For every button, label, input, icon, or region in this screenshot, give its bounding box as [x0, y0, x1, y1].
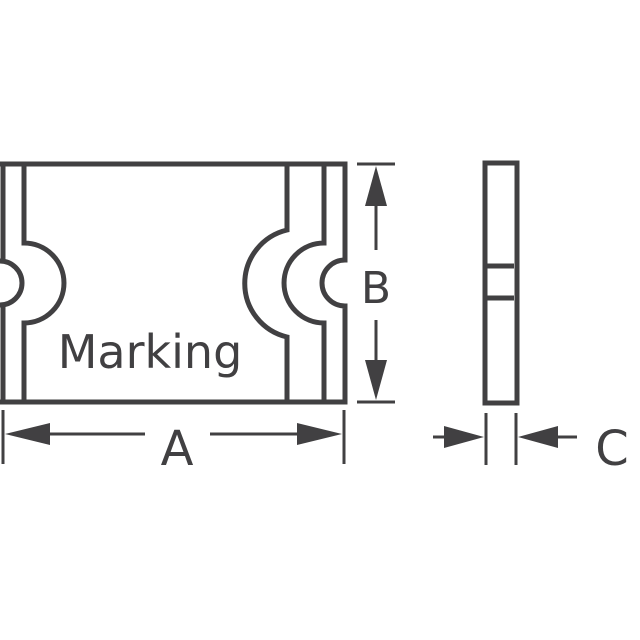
top-view: Marking — [0, 161, 348, 405]
arrow-down-icon — [365, 360, 387, 400]
arrow-right-icon — [444, 426, 484, 448]
marking-label: Marking — [58, 325, 243, 379]
dimension-b: B — [357, 162, 395, 404]
right-inner-terminal-line — [242, 164, 290, 402]
arrow-left-icon — [518, 426, 558, 448]
dimension-a-label: A — [161, 421, 194, 477]
dimension-c: C — [433, 413, 629, 477]
arrow-right-icon — [297, 423, 342, 445]
left-notch — [0, 258, 25, 308]
body-outline — [0, 161, 348, 405]
side-body-outline — [482, 160, 520, 406]
right-outer-terminal-line — [281, 164, 327, 402]
arrow-up-icon — [365, 166, 387, 206]
dimension-c-label: C — [595, 421, 629, 477]
side-view — [482, 160, 520, 406]
dimension-b-label: B — [361, 263, 391, 314]
dimension-a: A — [1, 410, 346, 477]
left-terminal-line — [21, 164, 67, 402]
arrow-left-icon — [5, 423, 50, 445]
